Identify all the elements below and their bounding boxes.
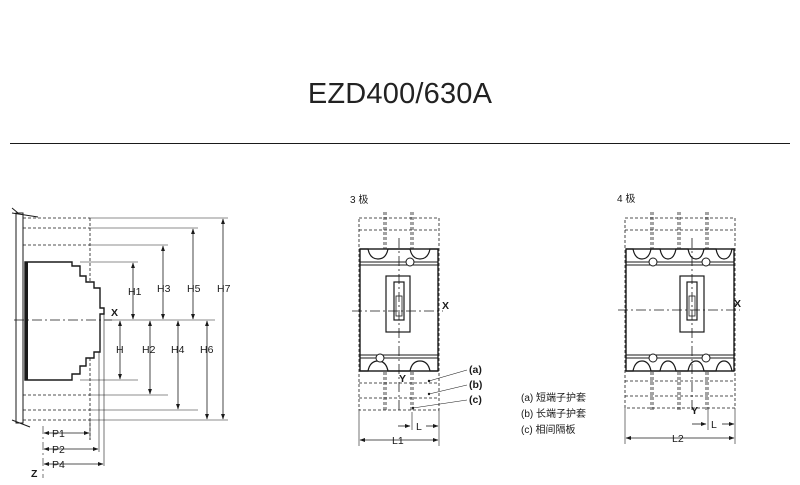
front-view-3-pole [352,212,468,446]
pole4-axis-y-label: Y [691,405,698,417]
dim-h-label: H [116,344,124,356]
legend-item-c: (c) 相间隔板 [521,423,575,436]
side-axis-x-label: X [111,307,118,319]
side-view [11,207,228,478]
legend-item-b: (b) 长端子护套 [521,407,586,420]
callout-a-label: (a) [469,364,482,376]
callout-c-label: (c) [469,394,482,406]
legend-item-a: (a) 短端子护套 [521,391,586,404]
dim-h3-label: H3 [157,283,171,295]
mounting-plate [15,212,24,424]
breaker-side-profile [24,261,105,381]
pole3-axis-x-label: X [442,300,449,312]
dim-h4-label: H4 [171,344,185,356]
pole4-dim-l-label: L [711,419,717,431]
dim-p4-label: P4 [52,459,65,471]
dim-h6-label: H6 [200,344,214,356]
pole3-axis-y-label: Y [399,373,406,385]
dim-p2-label: P2 [52,444,65,456]
legend: (a) 短端子护套 (b) 长端子护套 (c) 相间隔板 [521,391,586,436]
dim-h5-label: H5 [187,283,201,295]
side-axis-z-label: Z [31,468,38,480]
pole4-axis-x-label: X [734,298,741,310]
pole3-dim-l-label: L [416,421,422,433]
pole4-label: 4 极 [617,192,635,205]
pole3-label: 3 极 [350,193,368,206]
dim-h7-label: H7 [217,283,231,295]
pole3-dim-l1-label: L1 [392,435,404,447]
front-view-4-pole [618,212,740,444]
title-divider [10,143,790,144]
dim-h2-label: H2 [142,344,156,356]
pole4-dim-l2-label: L2 [672,433,684,445]
dim-p1-label: P1 [52,428,65,440]
callout-b-label: (b) [469,379,482,391]
dim-h1-label: H1 [128,286,142,298]
page-title: EZD400/630A [307,78,493,110]
